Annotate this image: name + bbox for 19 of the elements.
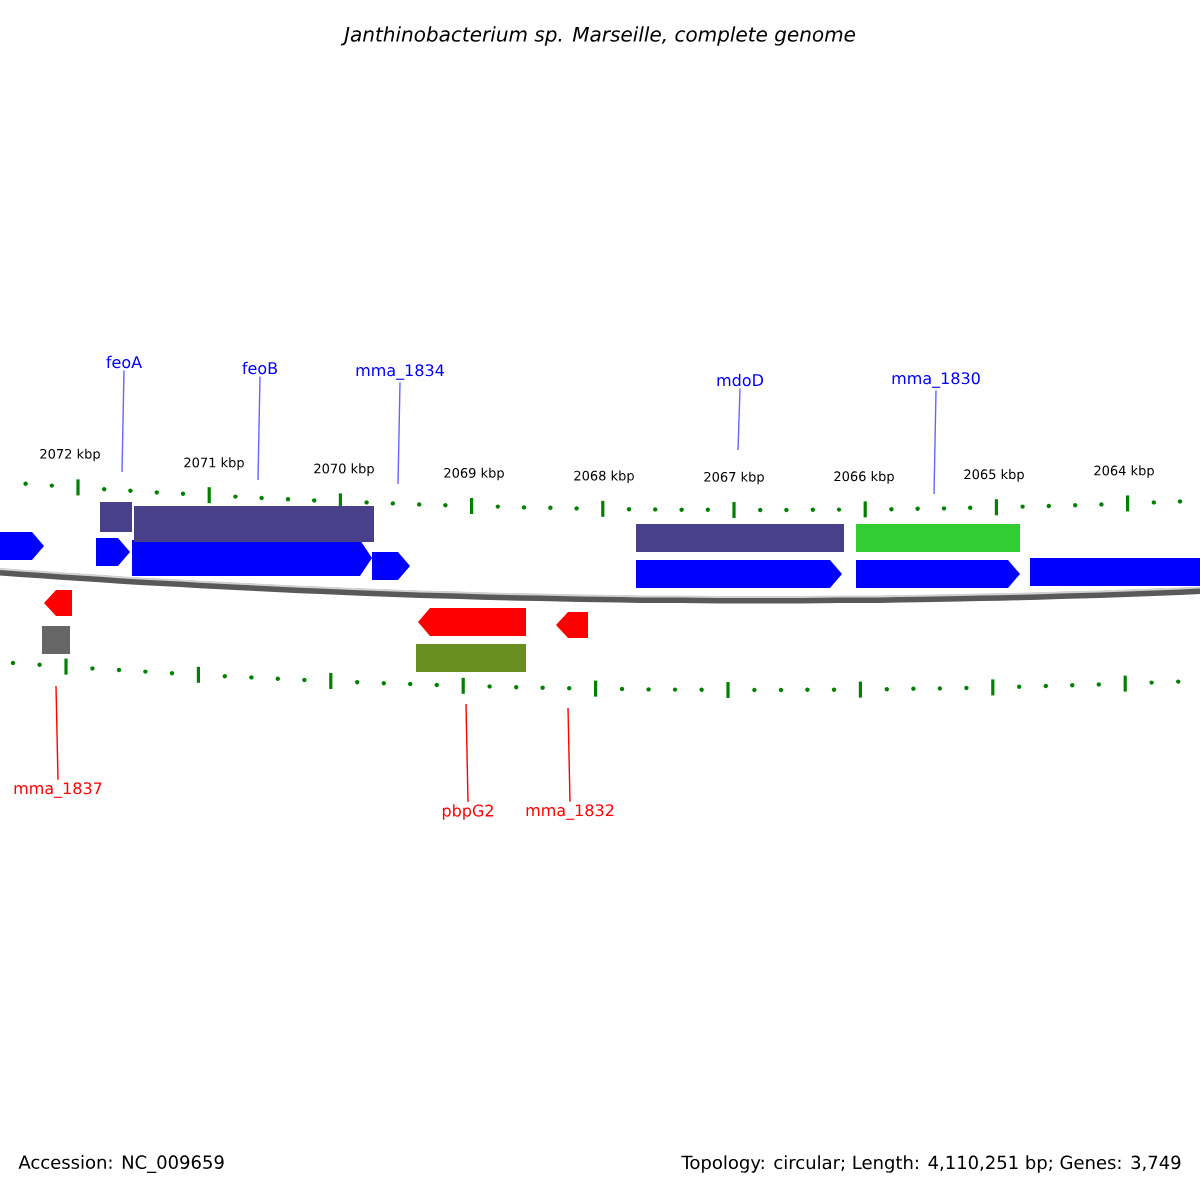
leader-line (567, 707, 571, 803)
leader-line (121, 369, 125, 473)
title: Janthinobacterium sp. Marseille, complete genome (340, 26, 856, 46)
leader-line (933, 389, 937, 495)
accession-note: Accession: NC_009659 (18, 1155, 224, 1173)
gene-label: mma_1832 (526, 804, 614, 820)
gene-label: pbpG2 (442, 804, 493, 820)
leader-line (397, 381, 401, 485)
gene-label: mma_1834 (356, 364, 444, 380)
gene-label: mma_1837 (14, 782, 102, 798)
genome-info-note: Topology: circular; Length: 4,110,251 bp; Genes: 3,749 (681, 1155, 1181, 1173)
leader-line (737, 387, 741, 451)
gene-label: feoA (106, 355, 142, 369)
gene-label: mdoD (717, 373, 763, 387)
gene-label: mma_1830 (892, 372, 980, 388)
leader-line (55, 685, 59, 781)
leader-line (465, 703, 469, 803)
leader-line (257, 375, 261, 481)
gene-label: feoB (242, 361, 277, 375)
